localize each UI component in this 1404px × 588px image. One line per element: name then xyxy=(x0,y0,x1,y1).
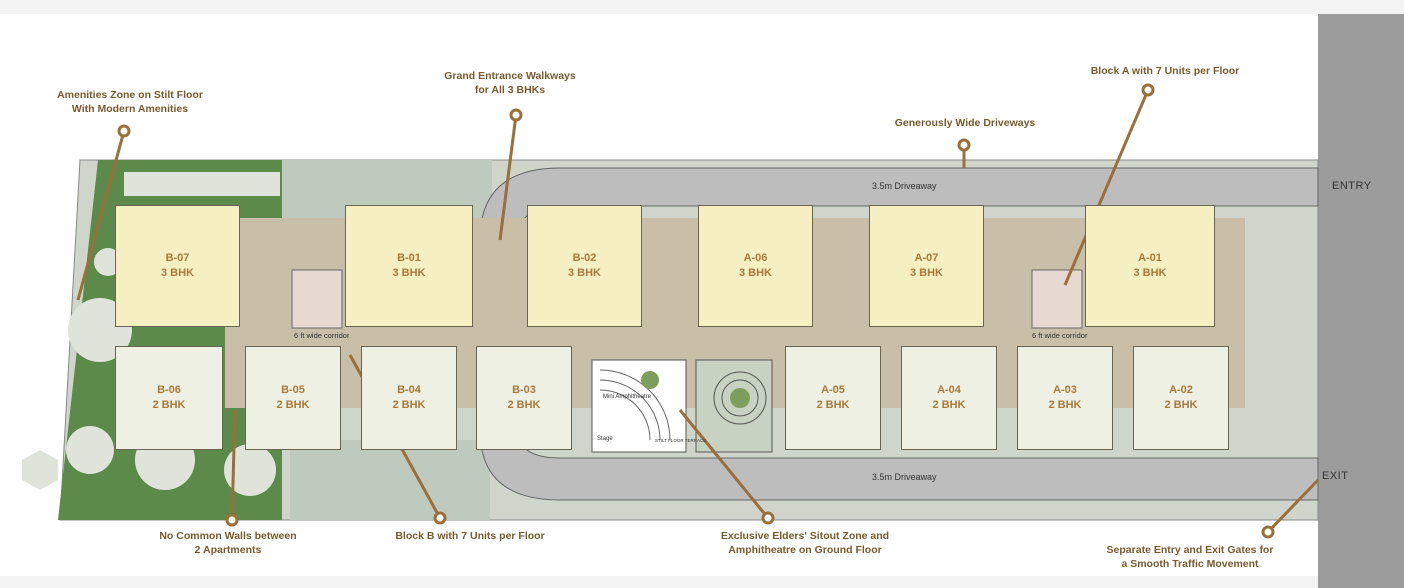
unit-code: B-06 xyxy=(157,384,181,396)
unit-code: B-01 xyxy=(397,252,421,264)
stage-label: Stage xyxy=(597,436,613,442)
unit-a-07[interactable]: A-07 3 BHK xyxy=(869,205,984,327)
driveway-top-label: 3.5m Driveaway xyxy=(872,181,937,191)
staircase-a xyxy=(1031,269,1083,329)
callout-walls: No Common Walls between 2 Apartments xyxy=(159,530,297,556)
callout-entrance: Grand Entrance Walkways for All 3 BHKs xyxy=(444,70,576,96)
pin-icon xyxy=(1261,525,1275,539)
unit-code: B-03 xyxy=(512,384,536,396)
main-road xyxy=(1318,14,1404,588)
unit-code: A-04 xyxy=(937,384,961,396)
unit-code: A-05 xyxy=(821,384,845,396)
unit-type: 2 BHK xyxy=(932,399,966,411)
unit-a-06[interactable]: A-06 3 BHK xyxy=(698,205,813,327)
unit-code: B-02 xyxy=(572,252,597,264)
amphitheatre-step xyxy=(599,389,651,441)
unit-code: A-03 xyxy=(1053,384,1077,396)
unit-code: B-04 xyxy=(397,384,421,396)
pin-icon xyxy=(433,511,447,525)
unit-b-04[interactable]: B-04 2 BHK xyxy=(361,346,457,450)
amphitheatre-step xyxy=(599,379,661,441)
callout-gates: Separate Entry and Exit Gates for a Smoo… xyxy=(1106,544,1274,570)
unit-code: A-02 xyxy=(1169,384,1193,396)
callout-block-a: Block A with 7 Units per Floor xyxy=(1090,65,1240,77)
entry-gate-label: ENTRY xyxy=(1332,180,1372,192)
unit-a-02[interactable]: A-02 2 BHK xyxy=(1133,346,1229,450)
unit-b-01[interactable]: B-01 3 BHK xyxy=(345,205,473,327)
unit-type: 3 BHK xyxy=(160,267,194,279)
lawn xyxy=(290,440,490,520)
callout-elders: Exclusive Elders' Sitout Zone and Amphit… xyxy=(720,530,890,556)
sitout-ring xyxy=(721,379,759,417)
terrace-label: STILT FLOOR TERRACE xyxy=(655,438,707,443)
unit-type: 2 BHK xyxy=(152,399,186,411)
tree-icon xyxy=(641,371,659,389)
unit-type: 3 BHK xyxy=(909,267,943,279)
unit-type: 2 BHK xyxy=(392,399,426,411)
unit-type: 3 BHK xyxy=(738,267,772,279)
pin-icon xyxy=(117,124,131,138)
garden-path xyxy=(124,172,280,196)
callout-pins xyxy=(117,83,1275,539)
unit-code: B-07 xyxy=(165,252,190,264)
callout-block-b: Block B with 7 Units per Floor xyxy=(395,530,545,542)
callout-amenities: Amenities Zone on Stilt Floor With Moder… xyxy=(57,89,203,115)
pin-icon xyxy=(957,138,971,152)
unit-code: A-06 xyxy=(743,252,768,264)
unit-b-05[interactable]: B-05 2 BHK xyxy=(245,346,341,450)
corridor-right-label: 6 ft wide corridor xyxy=(1032,331,1088,340)
unit-a-01[interactable]: A-01 3 BHK xyxy=(1085,205,1215,327)
unit-b-06[interactable]: B-06 2 BHK xyxy=(115,346,223,450)
top-border-pattern xyxy=(0,0,1404,14)
bottom-border-pattern xyxy=(0,576,1404,588)
garden-circle xyxy=(224,444,276,496)
callout-driveways: Generously Wide Driveways xyxy=(894,117,1036,129)
unit-b-02[interactable]: B-02 3 BHK xyxy=(527,205,642,327)
pin-icon xyxy=(1141,83,1155,97)
tree-icon xyxy=(730,388,750,408)
unit-type: 3 BHK xyxy=(392,267,426,279)
sitout-ring xyxy=(713,371,767,425)
garden-hexagon xyxy=(22,450,58,490)
unit-type: 2 BHK xyxy=(507,399,541,411)
unit-type: 2 BHK xyxy=(1048,399,1082,411)
pin-icon xyxy=(509,108,523,122)
exit-gate-label: EXIT xyxy=(1322,470,1349,482)
unit-code: A-07 xyxy=(914,252,939,264)
unit-type: 2 BHK xyxy=(276,399,310,411)
amphitheatre-step xyxy=(599,369,671,441)
unit-type: 2 BHK xyxy=(816,399,850,411)
unit-a-04[interactable]: A-04 2 BHK xyxy=(901,346,997,450)
unit-a-03[interactable]: A-03 2 BHK xyxy=(1017,346,1113,450)
unit-code: A-01 xyxy=(1138,252,1162,264)
amphitheatre-label: Mini Amphitheatre xyxy=(603,394,652,400)
unit-type: 2 BHK xyxy=(1164,399,1198,411)
garden-circle xyxy=(66,426,114,474)
staircase-b xyxy=(291,269,343,329)
unit-b-03[interactable]: B-03 2 BHK xyxy=(476,346,572,450)
driveway-bottom-label: 3.5m Driveaway xyxy=(872,472,937,482)
unit-type: 3 BHK xyxy=(567,267,601,279)
unit-code: B-05 xyxy=(281,384,305,396)
pin-icon xyxy=(225,513,239,527)
corridor-left-label: 6 ft wide corridor xyxy=(294,331,350,340)
unit-a-05[interactable]: A-05 2 BHK xyxy=(785,346,881,450)
unit-b-07[interactable]: B-07 3 BHK xyxy=(115,205,240,327)
pin-icon xyxy=(761,511,775,525)
unit-type: 3 BHK xyxy=(1133,267,1167,279)
